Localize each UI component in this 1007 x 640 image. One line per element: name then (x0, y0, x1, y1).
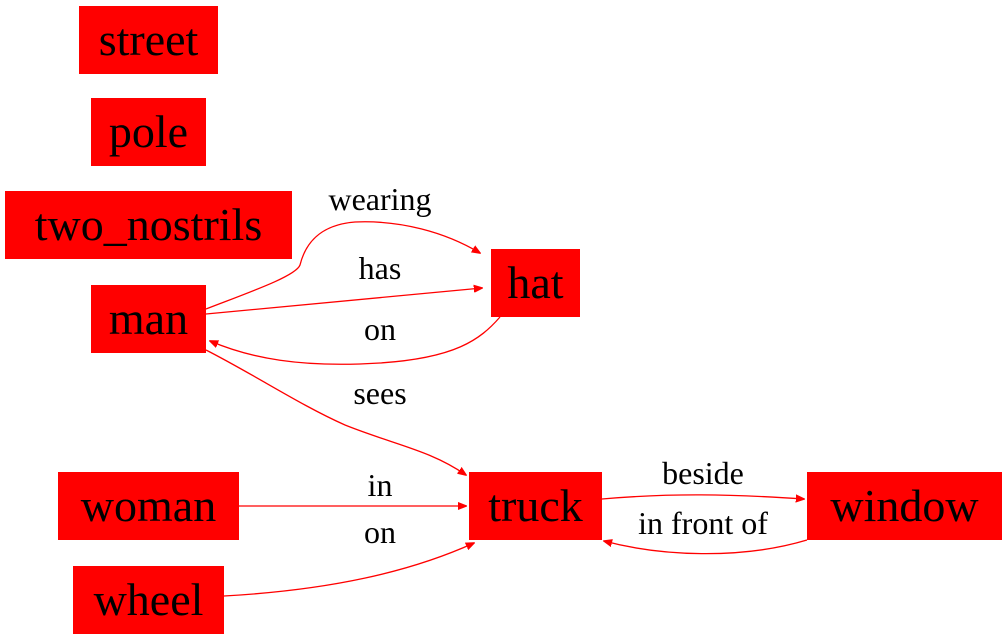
edge-woman-in-truck: in (239, 467, 466, 506)
node-man: man (91, 285, 206, 353)
edge-label: beside (662, 455, 744, 491)
node-label: man (109, 293, 188, 344)
node-street: street (79, 6, 218, 74)
edge-wheel-on-truck: on (223, 514, 474, 597)
edge-line (601, 495, 804, 499)
edge-man-sees-truck: sees (205, 349, 466, 475)
edge-label: has (359, 250, 402, 286)
node-box (58, 472, 239, 540)
edge-line (604, 540, 808, 555)
node-box (469, 472, 602, 540)
node-two-nostrils: two_nostrils (5, 191, 292, 259)
node-box (73, 566, 224, 634)
edge-label: in front of (638, 505, 768, 541)
edge-label: in (368, 467, 393, 503)
edge-man-has-hat: has (205, 250, 482, 315)
node-box (91, 285, 206, 353)
node-pole: pole (91, 98, 206, 166)
node-box (91, 98, 206, 166)
edge-line (223, 543, 474, 597)
node-woman: woman (58, 472, 239, 540)
node-box (5, 191, 292, 259)
edge-window-in-front-of-truck: in front of (604, 505, 808, 555)
edge-label: on (364, 311, 396, 347)
node-window: window (807, 472, 1002, 540)
edge-man-wearing-hat: wearing (205, 181, 480, 310)
node-label: truck (488, 480, 583, 531)
node-box (807, 472, 1002, 540)
node-hat: hat (491, 249, 580, 317)
node-label: two_nostrils (35, 199, 262, 250)
edge-label: wearing (328, 181, 431, 217)
edge-label: on (364, 514, 396, 550)
edge-label: sees (353, 375, 406, 411)
node-label: wheel (94, 574, 204, 625)
edge-truck-beside-window: beside (601, 455, 804, 499)
edge-hat-on-man: on (210, 311, 501, 365)
node-label: hat (507, 257, 563, 308)
node-label: woman (81, 480, 216, 531)
node-label: pole (109, 106, 188, 157)
edge-line (205, 288, 482, 315)
node-label: street (99, 14, 199, 65)
edge-line (205, 221, 480, 310)
node-wheel: wheel (73, 566, 224, 634)
node-box (79, 6, 218, 74)
edge-line (210, 316, 501, 365)
node-label: window (830, 480, 979, 531)
node-truck: truck (469, 472, 602, 540)
edge-line (205, 349, 466, 475)
node-box (491, 249, 580, 317)
